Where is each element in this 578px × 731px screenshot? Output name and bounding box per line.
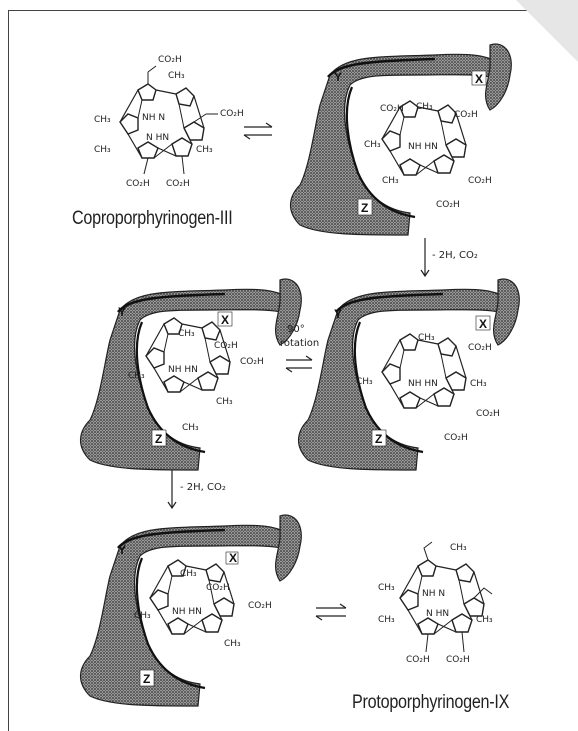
ch3-label: CH₃ [378,615,395,625]
ch3-label: CH₃ [416,102,433,112]
co2h-label: CO₂H [214,341,238,351]
co2h-label: CO₂H [126,179,150,189]
ch3-label: CH₃ [364,140,381,150]
co2h-label: CO₂H [240,357,264,367]
co2h-label: CO₂H [468,176,492,186]
co2h-label: CO₂H [468,343,492,353]
site-y-label: Y [118,543,126,557]
ch3-label: CH₃ [94,145,111,155]
rotation-degree-label: 90° [287,324,305,335]
ch3-label: CH₃ [94,115,111,125]
site-x-label: X [479,317,487,331]
nh-label: NH HN [408,142,438,152]
ch3-label: CH₃ [134,611,151,621]
rotation-word-label: rotation [280,338,319,349]
nh-label: NH HN [168,365,198,375]
site-y-label: Y [334,307,342,321]
rotation-arrows: 90° rotation [280,324,319,373]
ch3-label: CH₃ [356,377,373,387]
reaction-label: - 2H, CO₂ [180,482,226,493]
site-z-label: Z [361,201,368,215]
ch3-label: CH₃ [178,329,195,339]
site-y-label: Y [334,70,342,84]
site-y-label: Y [118,305,126,319]
site-x-label: X [229,551,237,565]
equilibrium-arrows-bottom [315,603,347,621]
ch3-label: CH₃ [382,176,399,186]
ch3-label: CH₃ [418,333,435,343]
co2h-label: CO₂H [446,655,470,665]
ch3-label: CH₃ [470,379,487,389]
equilibrium-arrows [243,122,273,140]
nh-label: NH N [422,589,445,599]
co2h-label: CO₂H [454,110,478,120]
page-corner-fold [516,0,578,62]
ch3-label: CH₃ [476,615,493,625]
coproporphyrinogen-caption: Coproporphyrinogen-III [72,208,233,229]
protoporphyrinogen-caption: Protoporphyrinogen-IX [352,692,510,713]
figure-frame [8,10,578,731]
nh-label: NH N [142,113,165,123]
co2h-label: CO₂H [248,601,272,611]
protoporphyrinogen-structure: CH₃ CH₃ NH N N HN CH₃ CH₃ CO₂H CO₂H [378,541,493,665]
ch3-label: CH₃ [450,543,467,553]
decarboxylation-arrow-1: - 2H, CO₂ [420,238,478,278]
site-x-label: X [221,313,229,327]
site-z-label: Z [143,672,150,686]
ch3-label: CH₃ [196,145,213,155]
coproporphyrinogen-structure: CO₂H CH₃ CO₂H CH₃ NH N N HN CH₃ CH₃ CO₂H… [94,55,244,189]
site-z-label: Z [375,432,382,446]
co2h-label: CO₂H [166,179,190,189]
nh-label: NH HN [172,607,202,617]
co2h-label: CO₂H [444,433,468,443]
co2h-label: CO₂H [406,655,430,665]
nh-label: NH HN [408,379,438,389]
nh-label: N HN [146,133,169,143]
nh-label: N HN [426,609,449,619]
enzyme-complex-1: Y X Z CO₂H CH₃ CO₂H CH₃ NH HN CO₂H CH₃ C… [289,42,513,237]
co2h-label: CO₂H [436,200,460,210]
enzyme-complex-2: Y X Z CO₂H CH₃ CH₃ NH HN CO₂H CH₃ CH₃ [79,277,303,472]
enzyme-complex-4: Y X Z CO₂H CH₃ CH₃ NH HN CO₂H CH₃ [79,513,303,708]
ch3-label: CH₃ [224,639,241,649]
ch3-label: CH₃ [378,583,395,593]
site-z-label: Z [155,432,162,446]
enzyme-complex-3: Y X Z CH₃ CO₂H CH₃ NH HN CH₃ CO₂H CO₂H [297,277,521,472]
ch3-label: CH₃ [216,397,233,407]
co2h-label: CO₂H [206,583,230,593]
co2h-label: CO₂H [158,55,182,65]
ch3-label: CH₃ [128,371,145,381]
ch3-label: CH₃ [182,423,199,433]
site-x-label: X [475,72,483,86]
reaction-label: - 2H, CO₂ [432,250,478,261]
decarboxylation-arrow-2: - 2H, CO₂ [167,470,226,510]
co2h-label: CO₂H [220,109,244,119]
co2h-label: CO₂H [476,409,500,419]
ch3-label: CH₃ [168,71,185,81]
ch3-label: CH₃ [180,569,197,579]
co2h-label: CO₂H [380,104,404,114]
